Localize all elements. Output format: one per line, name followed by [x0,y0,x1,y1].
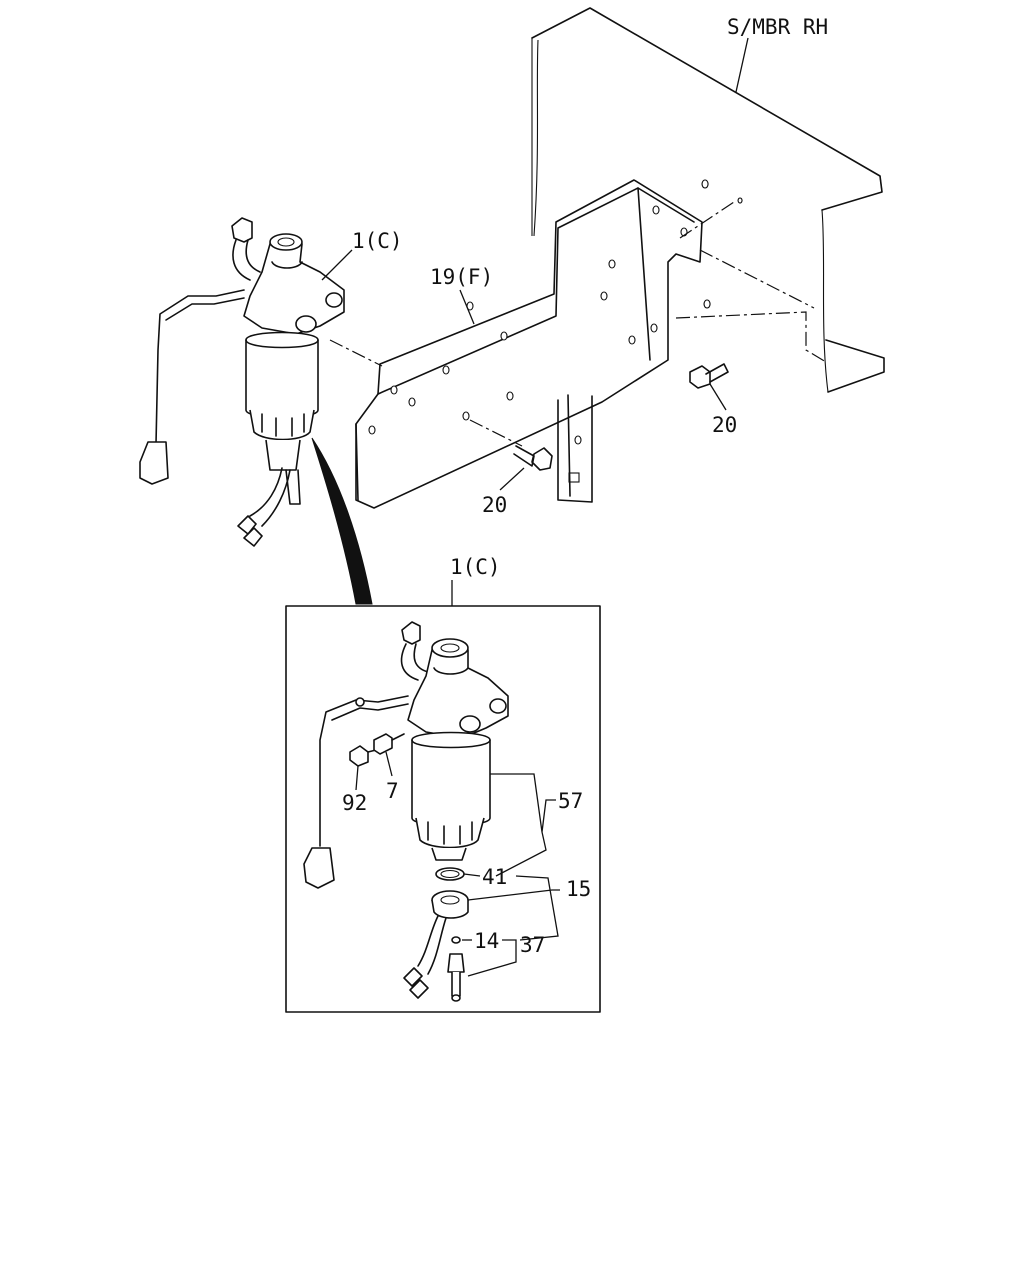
mount-centerline-lower-bolt [469,419,523,447]
sensor-37 [447,953,465,1002]
part-7 [373,733,393,755]
oring-41 [435,867,465,881]
part-7-label: 7 [386,779,399,803]
bracket [355,179,703,509]
element-57-label: 57 [558,789,583,813]
bracket-label: 19(F) [430,265,493,289]
bolt-upper-leader [709,383,727,411]
element-57-leader [490,773,556,877]
bolt-92 [349,745,369,767]
frame-side-member [531,7,885,393]
flange-bolt-lower [513,445,553,471]
frame-leader [735,37,749,93]
bolt-upper-label: 20 [712,413,737,437]
mount-centerline-frame [699,249,815,309]
detail-ref-label: 1(C) [450,555,501,579]
frame-label: S/MBR RH [727,15,828,39]
fuel-filter-assembly [139,217,345,547]
detail-box [285,605,601,1013]
sensor-37-label: 37 [520,933,545,957]
bolt-lower-leader [499,467,525,491]
part-7-leader [385,751,393,777]
bowl-15-label: 15 [566,877,591,901]
bolt-92-label: 92 [342,791,367,815]
detail-callout-wedge [311,437,373,605]
bolt-lower-label: 20 [482,493,507,517]
bracket-holes [368,205,688,445]
fuel-filter-detail [303,621,509,1002]
sensor-37-leader [467,939,517,977]
flange-bolt-upper [689,363,729,389]
oring-41-label: 41 [482,865,507,889]
mount-centerline-filter [329,339,383,367]
oring-41-leader [463,873,481,877]
bowl-15-leader [467,875,560,941]
bracket-leader [459,289,475,325]
filter-assy-label: 1(C) [352,229,403,253]
bolt-92-leader [355,765,359,791]
filter-assy-leader [321,249,353,281]
part-14-label: 14 [474,929,499,953]
water-sensor-ring-15 [431,890,469,919]
mount-centerline-upper-bolt [679,201,735,239]
